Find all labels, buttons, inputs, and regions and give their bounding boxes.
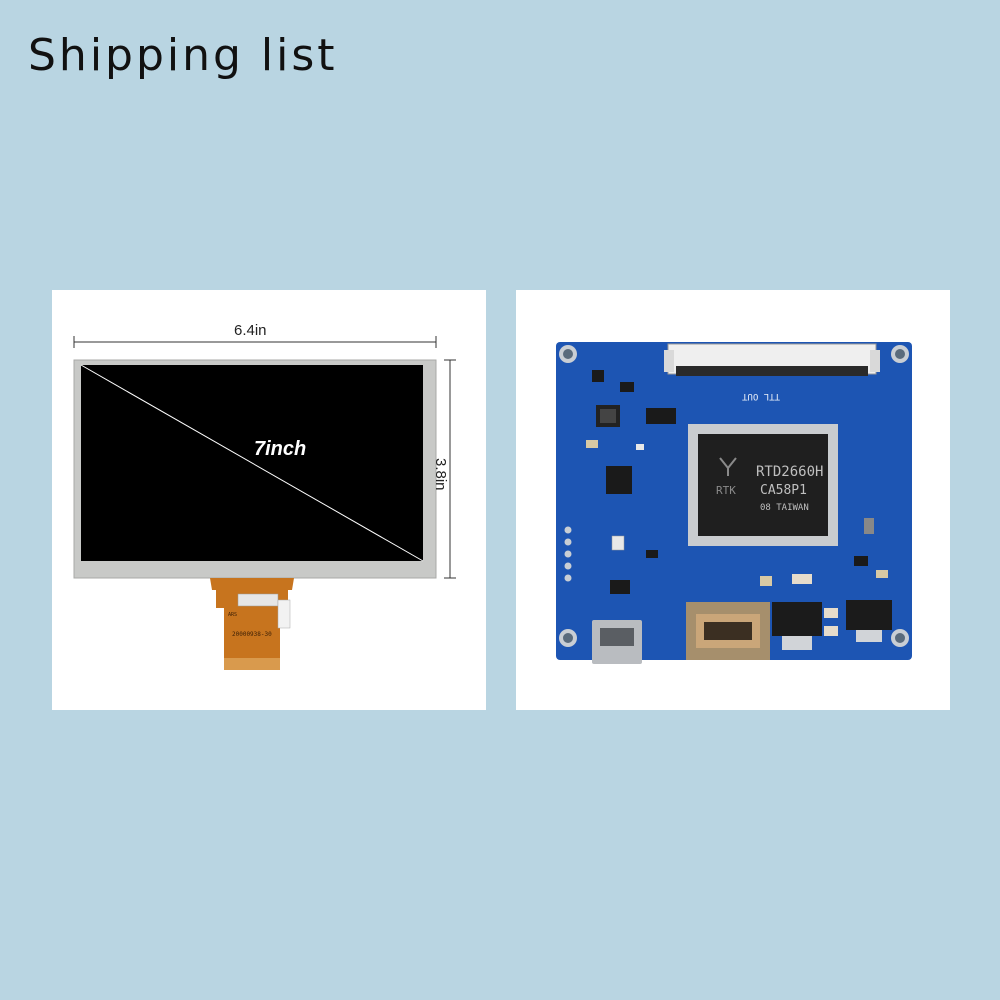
connector-label: TTL OUT xyxy=(741,391,780,401)
svg-text:ARS: ARS xyxy=(228,612,237,618)
width-dimension-line xyxy=(73,336,437,348)
hdmi-port xyxy=(686,602,770,660)
main-chip: RTD2660H CA58P1 08 TAIWAN RTK xyxy=(688,424,838,546)
micro-usb-port xyxy=(592,620,642,664)
ttl-out-connector: TTL OUT xyxy=(664,343,880,401)
height-label: 3.8in xyxy=(432,458,449,491)
lcd-panel-illustration: 20000938-30 ARS xyxy=(73,336,456,670)
lcd-panel-card: 20000938-30 ARS 6.4in 3.8in 7inch xyxy=(52,290,486,710)
controller-board-illustration: TTL OUT RTD2660H CA58P1 08 TAIWAN RTK xyxy=(556,342,912,664)
side-pads xyxy=(564,526,572,582)
chip-model-text: RTD2660H xyxy=(756,464,823,480)
diagonal-line xyxy=(80,364,424,562)
chip-crab-logo-icon xyxy=(719,457,737,476)
mounting-holes xyxy=(559,345,909,647)
fpc-flex-cable: 20000938-30 ARS xyxy=(210,578,294,670)
chip-batch-text: CA58P1 xyxy=(760,483,807,498)
width-label: 6.4in xyxy=(234,322,267,339)
small-components xyxy=(586,370,888,594)
voltage-regulators xyxy=(772,600,892,650)
height-dimension-line xyxy=(444,359,456,579)
page-title: Shipping list xyxy=(28,30,338,81)
diagonal-size-label: 7inch xyxy=(254,438,307,460)
controller-board-card: TTL OUT RTD2660H CA58P1 08 TAIWAN RTK xyxy=(516,290,950,710)
chip-origin-text: 08 TAIWAN xyxy=(760,503,809,513)
fpc-code-text: 20000938-30 xyxy=(232,631,272,638)
chip-brand-logo: RTK xyxy=(716,484,736,497)
